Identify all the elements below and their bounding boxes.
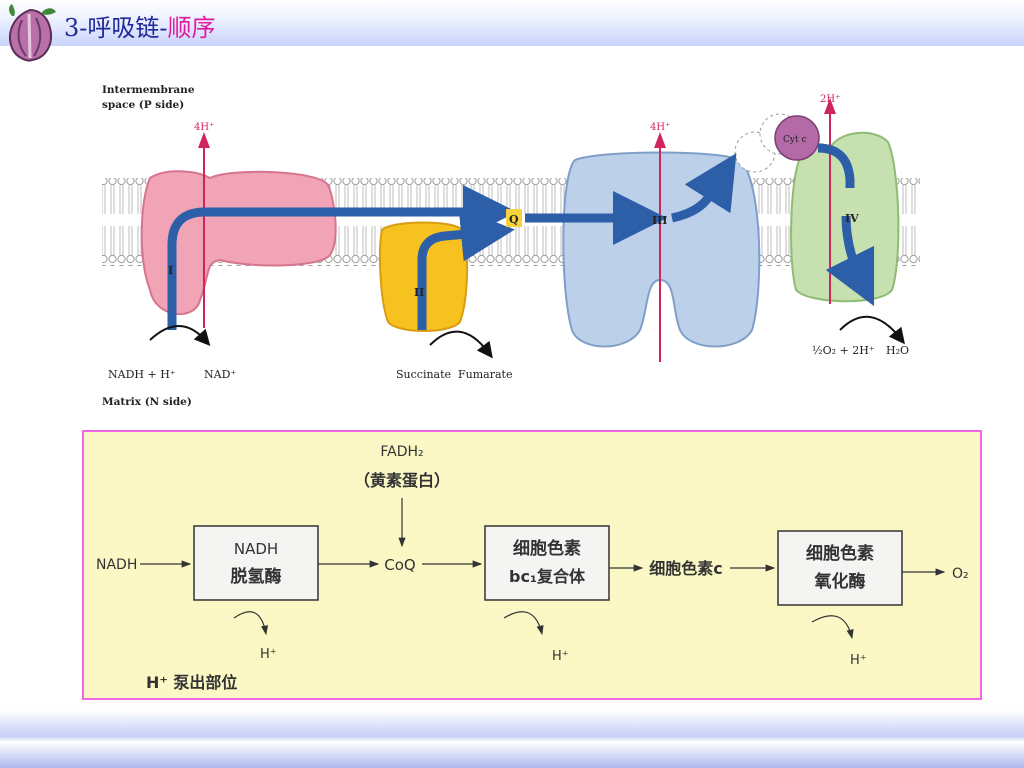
membrane-diagram: Intermembrane space (P side) Matrix (N s… xyxy=(102,84,920,408)
oxygen-label: ½O₂ + 2H⁺ xyxy=(812,344,875,357)
pump-site-label: H⁺ 泵出部位 xyxy=(146,673,237,692)
cytochrome-bc1-box xyxy=(484,525,610,601)
cytochrome-oxidase-box xyxy=(777,530,903,606)
electron-flow-ii-to-q xyxy=(417,207,515,330)
title-text: 3-呼吸链- xyxy=(64,14,168,42)
q-label: Q xyxy=(509,213,519,226)
box2-line2: bc₁复合体 xyxy=(509,567,586,586)
box3-line1: 细胞色素 xyxy=(806,543,874,564)
complex-ii-label: II xyxy=(414,286,424,299)
complex-i-shape xyxy=(140,170,337,316)
water-label: H₂O xyxy=(886,344,909,357)
title-highlight: 顺序 xyxy=(167,14,216,42)
h-out-label-2: H⁺ xyxy=(552,649,569,664)
complex-i-label: I xyxy=(168,264,173,277)
o2-label: O₂ xyxy=(952,566,969,582)
q-label-box xyxy=(506,209,522,227)
bottom-bar xyxy=(0,710,1024,768)
box1-line1: NADH xyxy=(234,540,278,558)
slide-title: 3-呼吸链-顺序 xyxy=(64,8,216,43)
nadh-dehydrogenase-box xyxy=(193,525,319,601)
nad-label: NAD⁺ xyxy=(204,368,236,381)
fumarate-label: Fumarate xyxy=(458,368,512,381)
complex-iii-shape xyxy=(562,151,761,348)
flower-logo-icon xyxy=(9,4,56,62)
box1-line2: 脱氢酶 xyxy=(231,566,282,587)
flow-chart: FADH₂ （黄素蛋白） NADH NADH 脱氢酶 CoQ 细胞色素 bc₁复… xyxy=(96,444,969,692)
h-out-label-3: H⁺ xyxy=(850,653,867,668)
cyt-c-flow-label: 细胞色素c xyxy=(649,559,723,578)
electron-flow-iii-to-cyt xyxy=(670,153,737,223)
proton-pump-arrow-3 xyxy=(811,615,854,640)
box3-line2: 氧化酶 xyxy=(814,571,866,592)
complex-iv-label: IV xyxy=(845,212,859,225)
electron-flow-i-to-q xyxy=(167,185,517,330)
proton-pump-arrow-2 xyxy=(503,611,544,636)
nadh-label: NADH + H⁺ xyxy=(108,368,176,381)
proton-label-i: 4H⁺ xyxy=(194,122,214,133)
p-side-label-2: space (P side) xyxy=(102,99,184,111)
flow-chart-panel: FADH₂ （黄素蛋白） NADH NADH 脱氢酶 CoQ 细胞色素 bc₁复… xyxy=(82,430,982,700)
reaction-arrow-succinate xyxy=(429,330,493,359)
cyt-c-label: Cyt c xyxy=(783,135,807,145)
proton-label-iii: 4H⁺ xyxy=(650,122,670,133)
succinate-label: Succinate xyxy=(396,368,451,381)
reaction-arrow-nadh xyxy=(149,325,211,346)
proton-pump-arrow-1 xyxy=(233,611,269,636)
title-bar xyxy=(0,0,1024,46)
n-side-label: Matrix (N side) xyxy=(102,396,192,408)
flavoprotein-label: （黄素蛋白） xyxy=(354,471,450,490)
complex-iii-label: III xyxy=(652,214,667,227)
proton-label-iv: 2H⁺ xyxy=(820,94,840,105)
box2-line1: 细胞色素 xyxy=(513,538,581,559)
nadh-input-label: NADH xyxy=(96,557,137,573)
coq-label: CoQ xyxy=(384,556,415,574)
p-side-label-1: Intermembrane xyxy=(102,84,195,96)
reaction-arrow-oxygen xyxy=(839,315,905,345)
fadh2-label: FADH₂ xyxy=(380,444,423,460)
cyt-c-sphere xyxy=(774,115,820,161)
electron-flow-iv xyxy=(817,143,862,282)
h-out-label-1: H⁺ xyxy=(260,647,277,662)
